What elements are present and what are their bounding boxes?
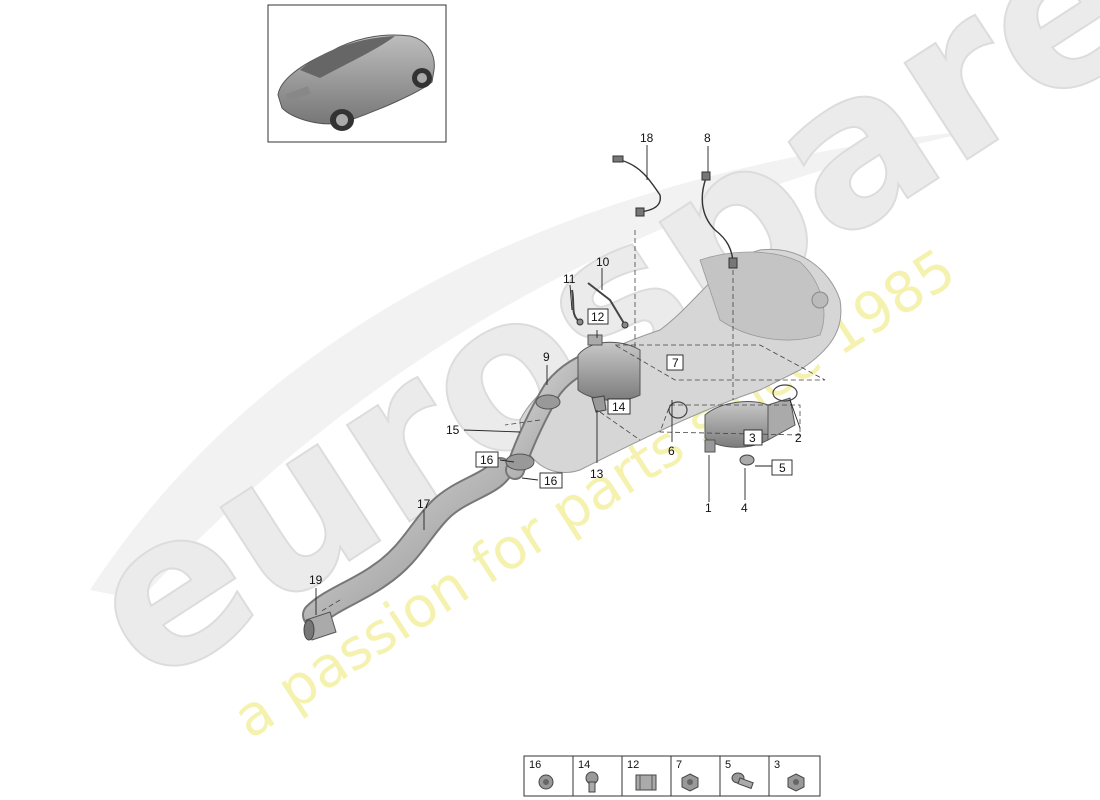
callout-9: 9 <box>543 350 550 364</box>
dashed-leaders <box>319 230 826 613</box>
catalytic-converter-left <box>577 334 641 401</box>
callout-12: 12 <box>591 310 605 324</box>
legend-label-5: 5 <box>725 759 731 771</box>
callout-1: 1 <box>705 501 712 515</box>
vehicle-thumbnail <box>267 4 447 143</box>
gasket-2 <box>772 384 798 402</box>
legend-cell-16: 16 <box>529 759 554 790</box>
callout-10: 10 <box>596 255 610 269</box>
legend-label-14: 14 <box>578 759 590 771</box>
gasket-6 <box>668 401 688 419</box>
sensor-line-11 <box>571 289 584 326</box>
legend-label-12: 12 <box>627 759 639 771</box>
callout-15: 15 <box>446 423 460 437</box>
callout-box-3 <box>743 429 763 446</box>
callout-2: 2 <box>795 431 802 445</box>
clamp-4 <box>739 454 755 466</box>
front-pipe <box>302 457 513 628</box>
callout-16b: 16 <box>544 474 558 488</box>
callout-labels: 18 8 10 11 12 7 9 14 15 16 16 13 6 3 2 5… <box>309 131 802 587</box>
legend-cell-12: 12 <box>627 759 657 791</box>
legend-label-7: 7 <box>676 759 682 771</box>
callout-box-14 <box>607 398 631 415</box>
callout-16a: 16 <box>480 453 494 467</box>
callout-7: 7 <box>672 356 679 370</box>
oxygen-sensor-18 <box>612 155 662 217</box>
legend-cell-3: 3 <box>774 759 805 792</box>
callout-17: 17 <box>417 497 431 511</box>
callout-6: 6 <box>668 444 675 458</box>
callout-14: 14 <box>612 400 626 414</box>
legend-cell-5: 5 <box>725 759 754 790</box>
legend-label-3: 3 <box>774 759 780 771</box>
callout-8: 8 <box>704 131 711 145</box>
legend-cell-14: 14 <box>578 759 599 793</box>
callout-box-5 <box>771 459 793 476</box>
callout-box-7 <box>666 354 684 371</box>
callout-19: 19 <box>309 573 323 587</box>
sensor-line-10 <box>587 282 629 329</box>
legend-strip: 16 14 12 7 5 3 <box>523 755 821 797</box>
legend-cell-7: 7 <box>676 759 699 792</box>
callout-leaders <box>315 145 801 615</box>
callout-5: 5 <box>779 461 786 475</box>
oxygen-sensor-8 <box>701 171 738 269</box>
callout-box-16a <box>475 451 499 468</box>
clip-icon <box>635 774 657 791</box>
callout-18: 18 <box>640 131 654 145</box>
legend-label-16: 16 <box>529 759 541 771</box>
callout-box-16b <box>539 472 563 489</box>
callout-box-12 <box>587 308 609 325</box>
bracket-13 <box>591 395 607 413</box>
callout-3: 3 <box>749 431 756 445</box>
car-image <box>277 34 435 131</box>
callout-4: 4 <box>741 501 748 515</box>
callout-11: 11 <box>563 272 576 286</box>
callout-13: 13 <box>590 467 604 481</box>
pipe-sleeve <box>303 611 337 641</box>
